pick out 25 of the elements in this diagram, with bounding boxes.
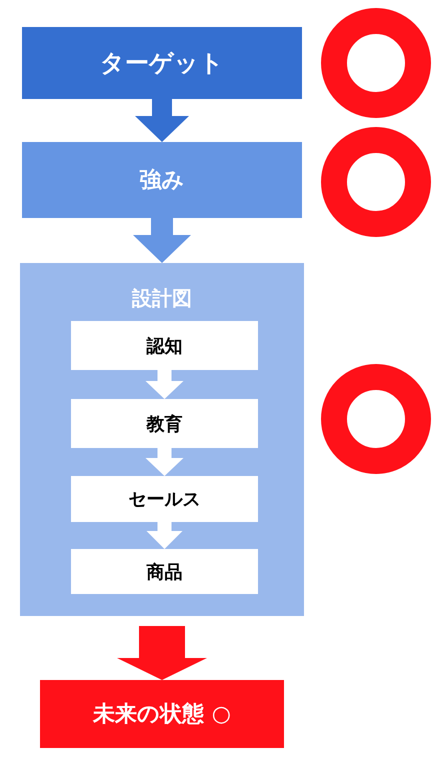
process-box [22,27,302,99]
step-box [71,476,258,522]
step-box [71,399,258,448]
box-label: ターゲット [100,48,224,79]
block-arrow [146,448,184,476]
ring-mark [321,127,431,237]
process-box [22,142,302,218]
box-label: セールス [128,488,200,511]
group-panel [20,263,304,616]
step-box [71,549,258,594]
step-box [71,321,258,370]
box-label: 教育 [146,412,182,436]
block-arrow [146,522,182,549]
box-label: 商品 [146,560,182,584]
block-arrow [117,626,207,680]
ring-mark [321,364,431,474]
ring-mark [321,8,431,118]
panel-title: 設計図 [130,285,193,312]
block-arrow [146,370,184,399]
box-label: 強み [140,167,184,195]
box-label: 未来の状態 ○ [93,701,231,729]
result-box [40,680,284,748]
block-arrow [133,218,191,263]
block-arrow [135,99,189,142]
box-label: 認知 [146,334,182,358]
